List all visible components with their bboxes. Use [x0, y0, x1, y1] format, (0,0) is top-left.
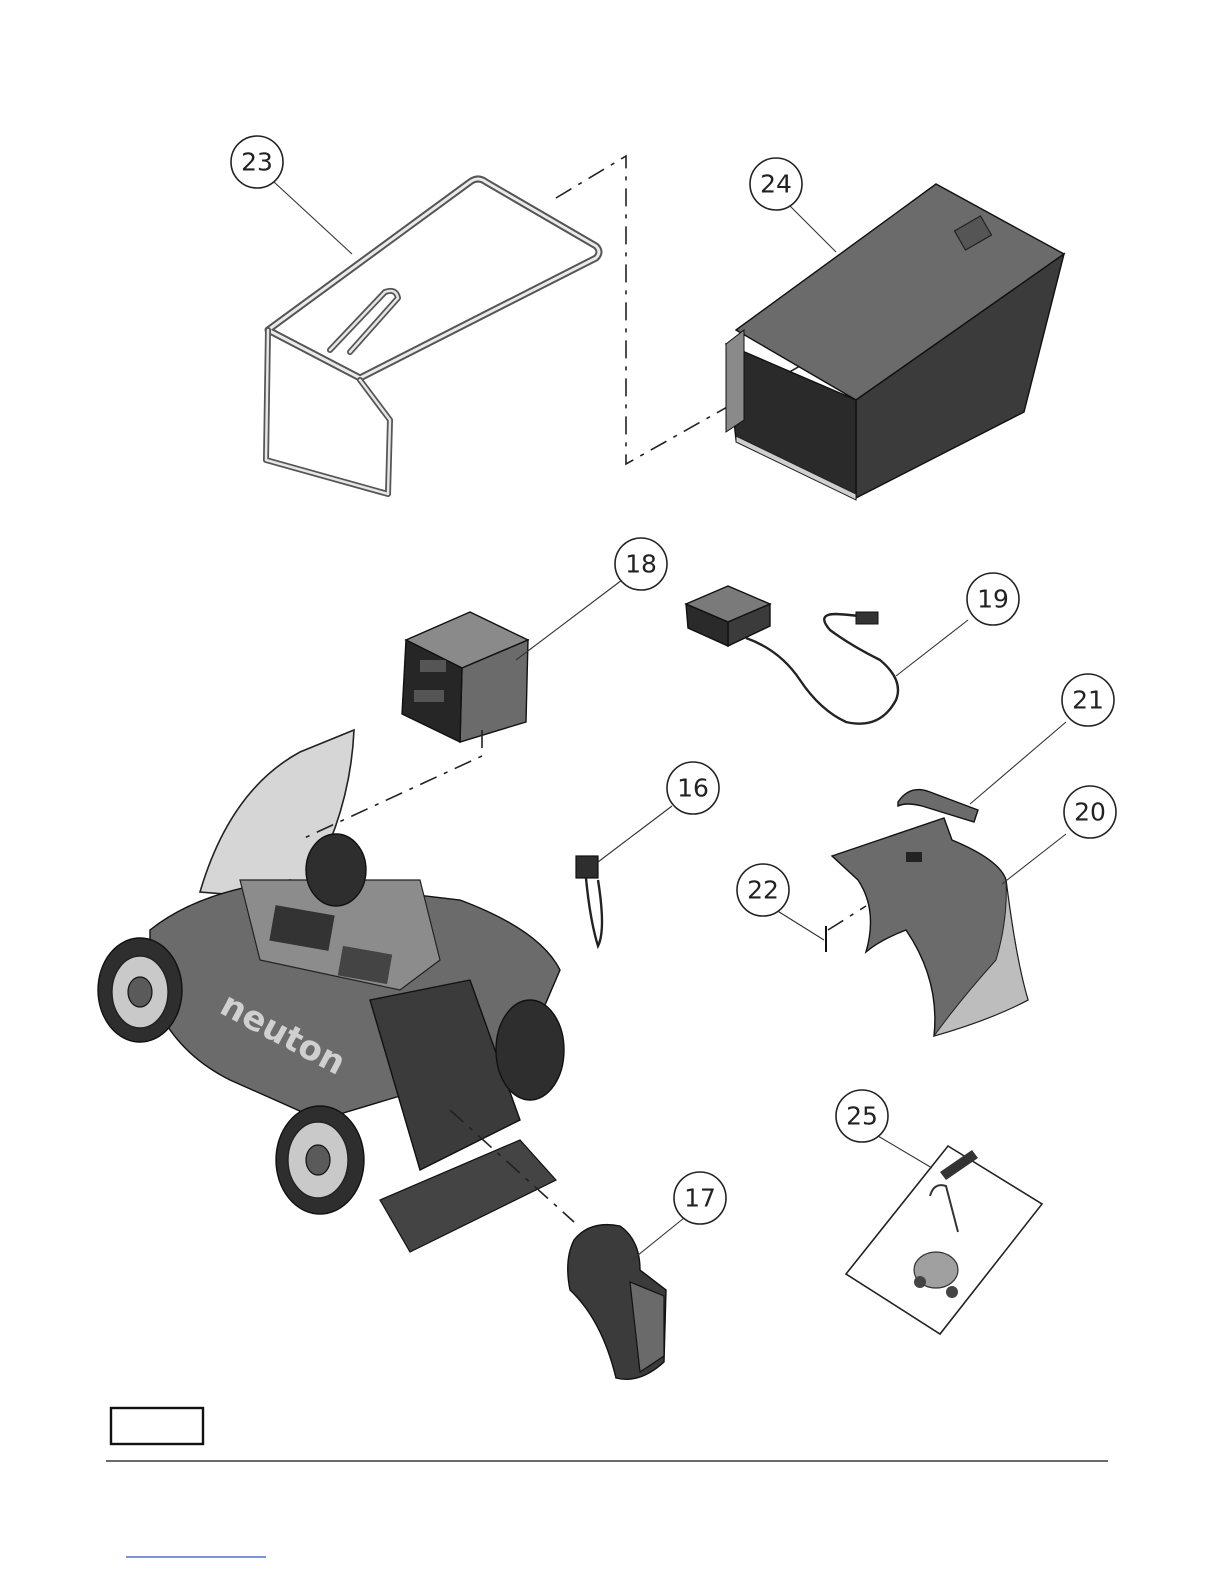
discharge-chute-part [832, 818, 1028, 1036]
callout-label: 22 [747, 876, 779, 905]
callout-21: 21 [1062, 674, 1114, 726]
callout-label: 17 [684, 1184, 716, 1213]
callout-label: 24 [760, 170, 792, 199]
callout-18: 18 [615, 538, 667, 590]
assembly-line-22-20 [828, 906, 866, 930]
callout-label: 25 [846, 1102, 878, 1131]
leader-16 [598, 806, 672, 862]
callout-19: 19 [967, 573, 1019, 625]
callout-24: 24 [750, 158, 802, 210]
page-number-box [111, 1408, 203, 1444]
front-right-wheel [306, 834, 366, 906]
lawn-mower-body: neuton [98, 730, 564, 1252]
callout-17: 17 [674, 1172, 726, 1224]
leader-19 [896, 620, 968, 676]
charger-part [686, 586, 898, 724]
callout-label: 19 [977, 585, 1009, 614]
rear-left-wheel [276, 1106, 364, 1214]
leader-21 [970, 722, 1066, 804]
chute-flap-part [898, 790, 978, 822]
leader-17 [632, 1218, 684, 1260]
callout-label: 16 [677, 774, 709, 803]
owners-manual-part [846, 1146, 1042, 1334]
leader-23 [274, 182, 352, 254]
callout-label: 20 [1074, 798, 1106, 827]
front-left-wheel [98, 938, 182, 1042]
callout-label: 21 [1072, 686, 1104, 715]
callout-25: 25 [836, 1090, 888, 1142]
mulching-plug-part [568, 1225, 666, 1380]
leader-20 [1002, 834, 1066, 884]
leader-22 [776, 910, 824, 940]
grass-bag-frame-part [266, 179, 599, 494]
callout-16: 16 [667, 762, 719, 814]
grass-bag-part [726, 184, 1064, 500]
callout-22: 22 [737, 864, 789, 916]
callout-label: 18 [625, 550, 657, 579]
leader-25 [878, 1136, 932, 1168]
callout-23: 23 [231, 136, 283, 188]
leader-24 [790, 206, 836, 252]
battery-part [402, 612, 528, 742]
rear-right-wheel [496, 1000, 564, 1100]
safety-key-part [576, 856, 602, 946]
callout-20: 20 [1064, 786, 1116, 838]
leader-18 [516, 580, 622, 660]
callout-label: 23 [241, 148, 273, 177]
